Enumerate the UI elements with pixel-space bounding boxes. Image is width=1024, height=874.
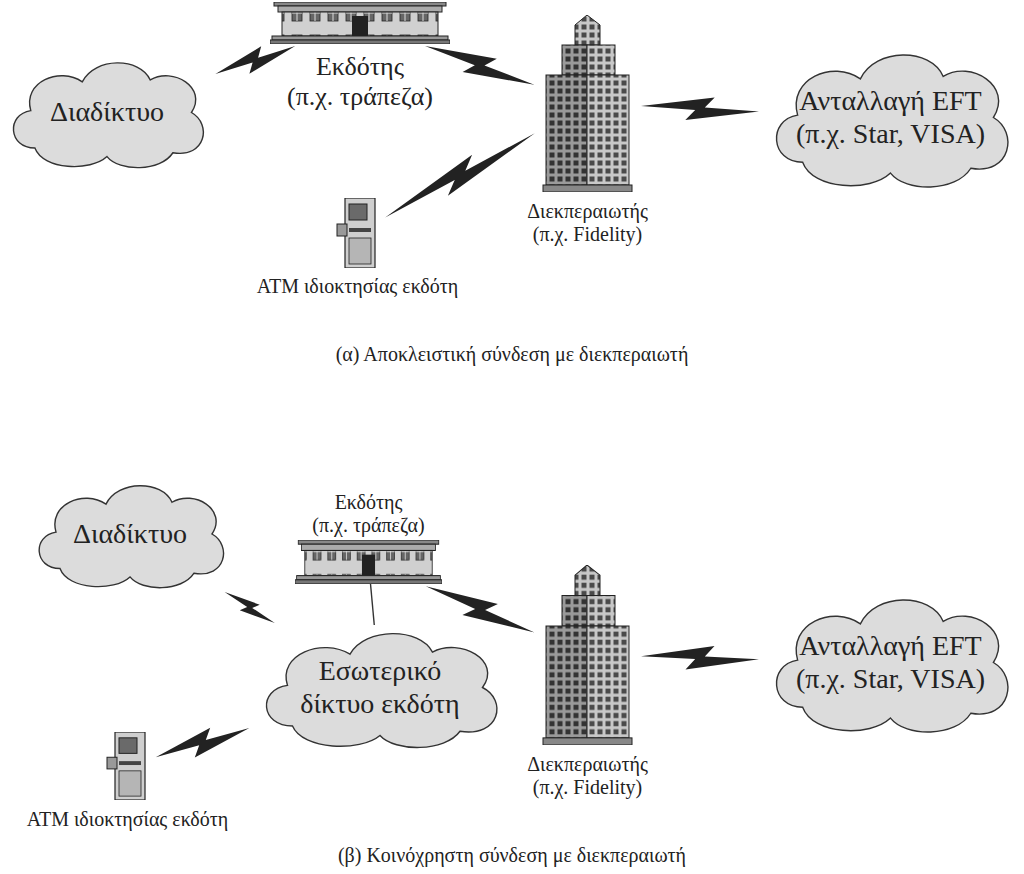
processor-label: Διεκπεραιωτής(π.χ. Fidelity) [527,753,648,799]
lightning-bolt [225,592,275,623]
node-text: (π.χ. Fidelity) [527,223,648,246]
processor-tower [540,15,635,192]
processor-label: Διεκπεραιωτής(π.χ. Fidelity) [527,200,648,246]
cloud-shape [13,63,203,168]
building-node: Εκδότης(π.χ. τράπεζα) [295,540,442,584]
building-node: ATM ιδιοκτησίας εκδότη [335,198,380,268]
building-node: Εκδότης(π.χ. τράπεζα) [270,2,450,44]
lightning-bolt [425,46,534,85]
building-node: Διεκπεραιωτής(π.χ. Fidelity) [540,565,635,745]
figure-caption: (β) Κοινόχρηστη σύνδεση με διεκπεραιωτή [0,844,1024,867]
lightning-bolt [215,46,295,74]
issuer-label: Εκδότης(π.χ. τράπεζα) [287,52,433,112]
node-text: Διεκπεραιωτής [527,200,648,223]
cloud-shape [266,634,496,748]
figure-caption: (α) Αποκλειστική σύνδεση με διεκπεραιωτή [0,343,1024,366]
lightning-link [426,586,535,632]
lightning-bolt [156,728,250,758]
cloud-node: Διαδίκτυο [4,55,210,170]
cloud-node: Ανταλλαγή EFT(π.χ. Star, VISA) [765,590,1016,735]
node-text: Εσωτερικό δίκτυο εκδότη [285,655,475,719]
atm-machine [335,198,380,268]
atm-label: ATM ιδιοκτησίας εκδότη [27,808,229,831]
node-text: Ανταλλαγή EFT [799,85,981,117]
cloud-node: Διαδίκτυο [30,478,230,590]
lightning-bolt [641,646,759,669]
lightning-link [425,46,534,85]
node-text: Εκδότης [287,52,433,82]
node-text: Διαδίκτυο [50,96,164,128]
building-node: ATM ιδιοκτησίας εκδότη [105,732,150,800]
node-text: ATM ιδιοκτησίας εκδότη [257,275,459,298]
node-text: (π.χ. Star, VISA) [796,118,985,150]
atm-label: ATM ιδιοκτησίας εκδότη [257,275,459,298]
lightning-link [385,133,535,217]
cloud-shape [777,55,1008,187]
building-node: Διεκπεραιωτής(π.χ. Fidelity) [540,15,635,192]
cloud-node: Ανταλλαγή EFT(π.χ. Star, VISA) [765,45,1016,190]
lightning-bolt [426,586,535,632]
node-text: (π.χ. τράπεζα) [287,82,433,112]
lightning-link [641,97,759,120]
link-line [371,584,375,625]
link-stroke [371,584,375,625]
atm-machine [105,732,150,800]
lightning-bolt [641,97,759,120]
processor-tower [540,565,635,745]
cloud-shape [777,600,1008,732]
node-text: Ανταλλαγή EFT [799,630,981,662]
cloud-node: Εσωτερικό δίκτυο εκδότη [255,625,505,750]
lightning-bolt [385,133,535,217]
node-text: Εκδότης [312,491,424,514]
node-text: (π.χ. Star, VISA) [796,663,985,695]
lightning-link [215,46,295,74]
node-text: ATM ιδιοκτησίας εκδότη [27,808,229,831]
node-text: Διαδίκτυο [73,518,187,550]
bank-building [295,540,442,584]
lightning-link [156,728,250,758]
lightning-link [225,592,275,623]
issuer-label: Εκδότης(π.χ. τράπεζα) [312,491,424,537]
node-text: Διεκπεραιωτής [527,753,648,776]
node-text: (π.χ. τράπεζα) [312,514,424,537]
node-text: (π.χ. Fidelity) [527,776,648,799]
cloud-shape [39,486,223,588]
bank-building [270,2,450,44]
lightning-link [641,646,759,669]
